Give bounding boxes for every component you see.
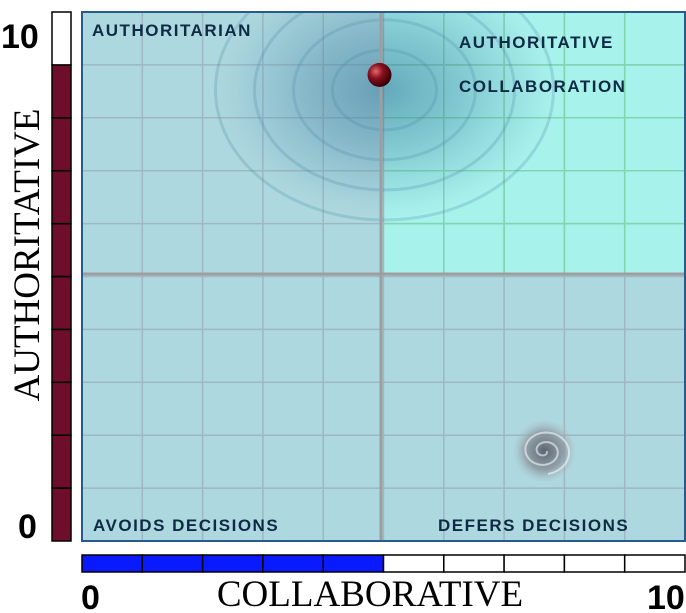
y-axis-title: AUTHORITATIVE bbox=[7, 109, 48, 402]
y-scale-segment bbox=[51, 328, 72, 384]
y-axis-max-label: 10 bbox=[1, 18, 39, 56]
glow-ripple bbox=[214, 12, 555, 222]
y-scale-segment bbox=[51, 275, 72, 331]
x-scale-segment bbox=[262, 554, 324, 573]
x-axis-title: COLLABORATIVE bbox=[217, 574, 523, 613]
quadrant-label-defers-decisions: DEFERS DECISIONS bbox=[438, 516, 629, 535]
x-axis-min-label: 0 bbox=[81, 579, 100, 613]
x-scale-segment bbox=[382, 554, 445, 573]
glow-ripple bbox=[331, 48, 438, 132]
y-scale-segment bbox=[51, 117, 72, 172]
swirl-icon bbox=[512, 419, 577, 484]
quadrant-label-collaboration: COLLABORATION bbox=[459, 77, 626, 96]
x-scale-segment bbox=[563, 554, 626, 573]
y-scale-segment bbox=[51, 11, 72, 66]
y-scale-segment bbox=[51, 434, 72, 489]
x-scale-segment bbox=[623, 554, 686, 573]
y-scale-segment bbox=[51, 381, 72, 436]
y-scale-segment bbox=[51, 487, 72, 542]
x-scale-segment bbox=[141, 554, 204, 573]
x-scale-segment bbox=[503, 554, 566, 573]
x-axis-scale-bar bbox=[81, 554, 686, 573]
quadrant-label-authoritarian: AUTHORITARIAN bbox=[92, 21, 252, 40]
y-scale-segment bbox=[51, 222, 72, 278]
x-scale-segment bbox=[81, 554, 144, 573]
glow-ripple bbox=[253, 12, 516, 192]
focus-glow bbox=[209, 12, 560, 222]
quadrant-label-authoritative: AUTHORITATIVE bbox=[459, 33, 614, 52]
x-scale-segment bbox=[443, 554, 505, 573]
position-marker[interactable] bbox=[367, 62, 392, 87]
y-axis-min-label: 0 bbox=[18, 508, 37, 546]
glow-ripple bbox=[292, 18, 477, 162]
y-scale-segment bbox=[51, 169, 72, 225]
x-scale-segment bbox=[322, 554, 385, 573]
x-scale-segment bbox=[201, 554, 264, 573]
y-scale-segment bbox=[51, 64, 72, 119]
y-axis-scale-bar bbox=[51, 11, 72, 542]
quadrant-label-avoids-decisions: AVOIDS DECISIONS bbox=[93, 516, 279, 535]
x-axis-max-label: 10 bbox=[647, 579, 685, 613]
plot-frame bbox=[81, 11, 686, 542]
